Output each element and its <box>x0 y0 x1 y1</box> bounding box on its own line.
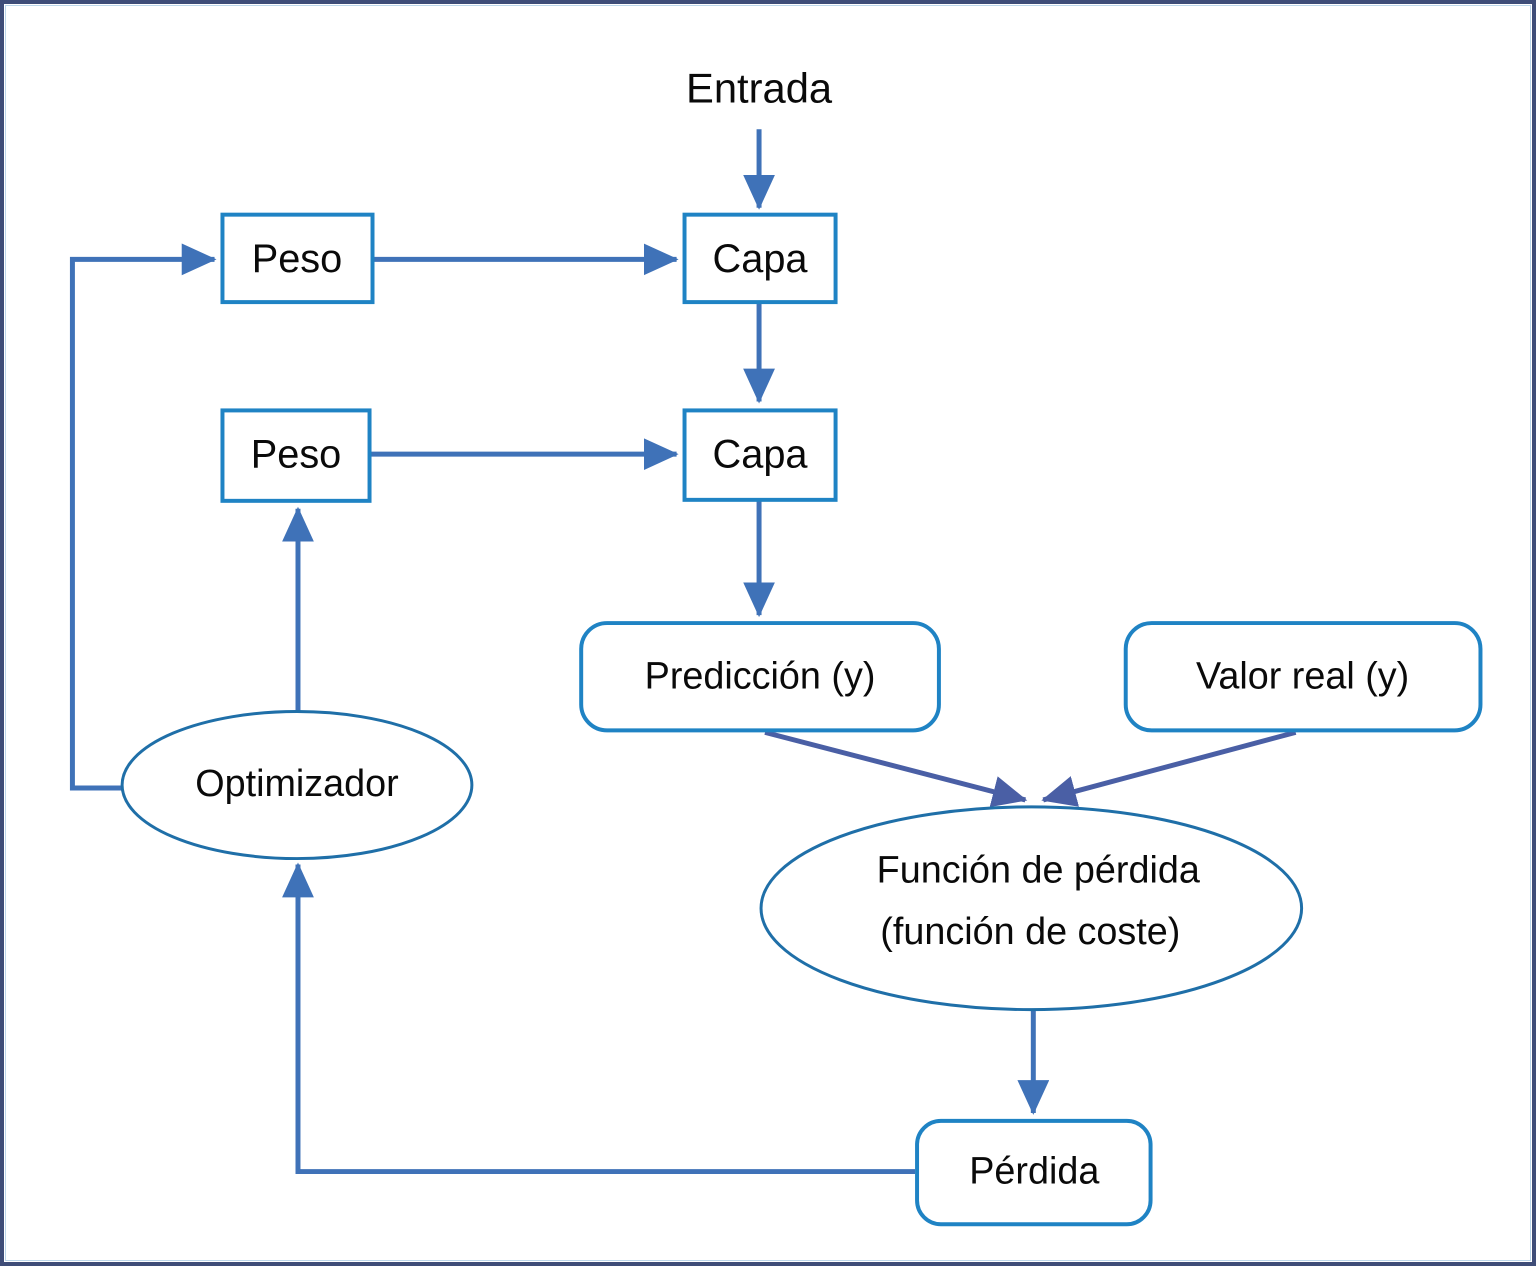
edge-prediction-to-loss-function <box>764 729 1028 808</box>
node-optimizer-label: Optimizador <box>195 762 399 804</box>
node-loss-function[interactable] <box>759 805 1304 1012</box>
node-layer-1[interactable] <box>682 212 838 305</box>
node-input-label: Entrada <box>686 64 833 111</box>
node-weight-1-label: Peso <box>252 237 343 281</box>
edge-loss-to-optimizer <box>282 862 916 1175</box>
node-weight-2-label: Peso <box>251 433 342 477</box>
node-loss[interactable] <box>915 1118 1153 1227</box>
node-weight-1[interactable] <box>220 212 375 305</box>
node-layer-1-label: Capa <box>713 237 809 281</box>
node-actual-value[interactable] <box>1123 621 1483 733</box>
node-weight-2[interactable] <box>220 408 372 503</box>
node-loss-function-label-line1: Función de pérdida <box>877 848 1200 890</box>
node-loss-label: Pérdida <box>969 1150 1099 1192</box>
node-layer-2[interactable] <box>682 408 838 502</box>
edge-optimizer-to-weight1 <box>69 243 217 791</box>
node-prediction-label: Predicción (y) <box>645 655 876 697</box>
node-actual-value-label: Valor real (y) <box>1196 655 1409 697</box>
node-prediction[interactable] <box>579 621 941 733</box>
node-loss-function-label-line2: (función de coste) <box>880 910 1180 952</box>
edge-actual-to-loss-function <box>1041 729 1297 807</box>
node-optimizer[interactable] <box>120 710 474 861</box>
training-loop-diagram: Entrada Peso Capa Peso Capa Predicción (… <box>69 64 1483 1227</box>
node-layer-2-label: Capa <box>713 433 809 477</box>
